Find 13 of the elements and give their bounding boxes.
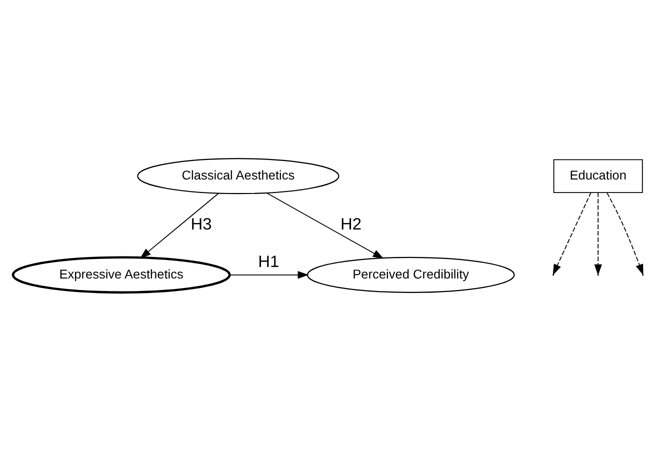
node-box: Education [553, 159, 643, 193]
arrow [606, 192, 644, 276]
node-ellipse: Expressive Aesthetics [12, 256, 231, 294]
arrow [230, 271, 309, 279]
arrow [266, 192, 384, 259]
edge-label: H3 [190, 216, 212, 234]
edge-label: H1 [258, 253, 280, 272]
arrow [552, 192, 592, 276]
arrow [140, 192, 220, 259]
node-ellipse: Classical Aesthetics [137, 158, 340, 194]
node-ellipse: Perceived Credibility [306, 256, 515, 293]
arrow [594, 192, 602, 276]
edge-label: H2 [340, 216, 362, 234]
